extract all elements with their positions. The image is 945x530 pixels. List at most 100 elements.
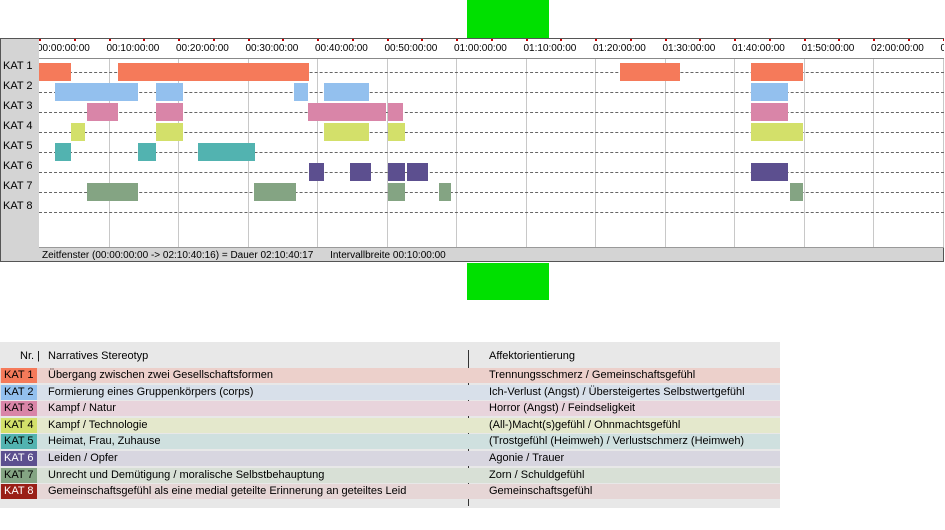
- tick-label: 00:50:00:00: [384, 43, 438, 54]
- ruler-tick: [907, 39, 910, 41]
- category-segment[interactable]: [387, 103, 403, 121]
- ruler-tick: [490, 39, 493, 41]
- category-badge: KAT 8: [1, 484, 37, 500]
- track-baseline: [39, 152, 944, 153]
- category-segment[interactable]: [407, 163, 428, 181]
- tick-label: 00:30:00:00: [245, 43, 299, 54]
- category-segment[interactable]: [70, 123, 85, 141]
- category-segment[interactable]: [86, 103, 118, 121]
- ruler-tick: [803, 39, 806, 41]
- ruler-tick: [178, 39, 180, 41]
- tick-label: 01:50:00:00: [801, 43, 855, 54]
- track-baseline: [39, 172, 944, 173]
- interval-gridline: [525, 59, 527, 247]
- category-segment[interactable]: [387, 123, 406, 141]
- track-label: KAT 7: [3, 180, 33, 192]
- tick-label: 01:20:00:00: [593, 43, 646, 54]
- category-badge: KAT 4: [1, 417, 37, 433]
- interval-gridline: [664, 59, 666, 247]
- interval-gridline: [317, 59, 318, 247]
- ruler-tick: [421, 39, 424, 41]
- category-segment[interactable]: [86, 183, 139, 201]
- legend-header-affect: Affektorientierung: [489, 350, 576, 362]
- ruler-tick: [768, 39, 771, 41]
- ruler-tick: [247, 39, 250, 41]
- category-segment[interactable]: [387, 163, 406, 181]
- category-segment[interactable]: [39, 63, 71, 81]
- affect-text: Zorn / Schuldgefühl: [489, 468, 585, 481]
- tick-label: 01:10:00:00: [523, 43, 577, 54]
- category-segment[interactable]: [750, 103, 788, 121]
- affect-text: Horror (Angst) / Feindseligkeit: [489, 402, 636, 415]
- interval-gridline: [803, 59, 805, 247]
- ruler-tick: [143, 39, 146, 41]
- interval-gridline: [108, 59, 110, 247]
- category-segment[interactable]: [323, 123, 369, 141]
- ruler-tick: [456, 39, 458, 41]
- ruler-tick: [73, 39, 76, 41]
- category-segment[interactable]: [294, 83, 309, 101]
- time-window-text: Zeitfenster (00:00:00:00 -> 02:10:40:16)…: [42, 250, 314, 261]
- interval-gridline: [734, 59, 735, 247]
- category-badge: KAT 2: [1, 384, 37, 400]
- category-segment[interactable]: [750, 163, 788, 181]
- track-label: KAT 2: [3, 80, 33, 92]
- track-baseline: [39, 112, 944, 113]
- category-segment[interactable]: [138, 143, 156, 161]
- legend-table: Nr. | Narratives Stereotyp Affektorienti…: [0, 342, 780, 508]
- category-segment[interactable]: [308, 103, 386, 121]
- category-segment[interactable]: [323, 83, 369, 101]
- category-segment[interactable]: [118, 63, 309, 81]
- affect-text: Ich-Verlust (Angst) / Übersteigertes Sel…: [489, 385, 745, 398]
- tick-label: 00:00:00:00: [39, 43, 90, 54]
- track-label: KAT 8: [3, 200, 33, 212]
- category-segment[interactable]: [750, 123, 804, 141]
- ruler-tick: [525, 39, 528, 41]
- category-segment[interactable]: [387, 183, 406, 201]
- interval-gridline: [873, 59, 874, 247]
- ruler-tick: [282, 39, 285, 41]
- legend-header-stereotype: Narratives Stereotyp: [48, 350, 149, 362]
- category-segment[interactable]: [254, 183, 297, 201]
- category-segment[interactable]: [790, 183, 804, 201]
- category-segment[interactable]: [155, 83, 183, 101]
- stereotype-text: Leiden / Opfer: [48, 452, 118, 464]
- category-badge: KAT 6: [1, 451, 37, 466]
- affect-text: Gemeinschaftsgefühl: [489, 485, 593, 498]
- category-segment[interactable]: [155, 103, 183, 121]
- ruler-tick: [108, 39, 111, 41]
- category-segment[interactable]: [155, 123, 183, 141]
- ruler-tick: [595, 39, 597, 41]
- track-baseline: [39, 92, 944, 93]
- category-segment[interactable]: [197, 143, 255, 161]
- category-segment[interactable]: [750, 83, 788, 101]
- green-marker-top: [467, 0, 549, 38]
- timeline-plot[interactable]: [39, 59, 944, 247]
- category-segment[interactable]: [350, 163, 371, 181]
- category-segment[interactable]: [619, 63, 680, 81]
- track-label: KAT 5: [3, 140, 33, 152]
- category-segment[interactable]: [54, 83, 139, 101]
- category-segment[interactable]: [54, 143, 71, 161]
- track-baseline: [39, 72, 944, 73]
- tick-label: 02:00:00:00: [871, 43, 924, 54]
- affect-text: Agonie / Trauer: [489, 452, 565, 464]
- stereotype-text: Heimat, Frau, Zuhause: [48, 435, 161, 448]
- category-segment[interactable]: [308, 163, 325, 181]
- green-marker-bottom: [467, 263, 549, 300]
- track-label: KAT 6: [3, 160, 33, 172]
- category-segment[interactable]: [750, 63, 804, 81]
- interval-gridline: [942, 59, 944, 247]
- tick-label: 01:30:00:00: [662, 43, 716, 54]
- legend-row: KAT 6 Leiden / Opfer Agonie / Trauer: [0, 451, 780, 466]
- ruler-tick: [212, 39, 215, 41]
- category-segment[interactable]: [438, 183, 452, 201]
